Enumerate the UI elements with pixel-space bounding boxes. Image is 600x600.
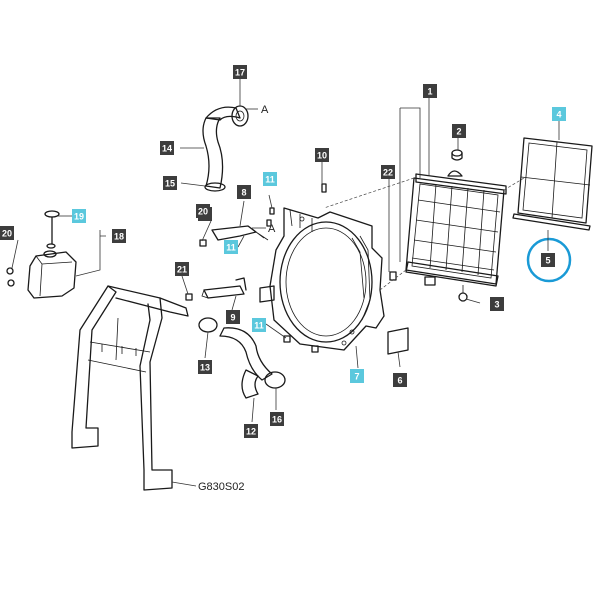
fan-shroud xyxy=(269,207,385,351)
callout-label: 2 xyxy=(456,127,461,137)
pipe-bracket xyxy=(211,225,269,241)
callout-5: 5 xyxy=(541,253,555,267)
callout-box xyxy=(270,412,284,426)
callout-box xyxy=(393,373,407,387)
callout-13: 13 xyxy=(198,360,212,374)
callout-2: 2 xyxy=(452,124,466,138)
callout-12: 12 xyxy=(244,424,258,438)
callout-label: 14 xyxy=(162,144,172,154)
callout-15: 15 xyxy=(163,176,177,190)
callout-box xyxy=(196,204,210,218)
expansion-tank xyxy=(27,250,77,299)
callout-box xyxy=(0,226,14,240)
connector-label-a: A xyxy=(268,223,276,235)
callout-box xyxy=(226,310,240,324)
callout-box xyxy=(452,124,466,138)
callout-label: 20 xyxy=(2,229,12,239)
leader-lines xyxy=(11,79,560,487)
callout-1: 1 xyxy=(423,84,437,98)
callout-box xyxy=(552,107,566,121)
callout-box xyxy=(237,185,251,199)
callout-box xyxy=(381,165,395,179)
radiator-cap xyxy=(451,149,463,161)
callout-11: 11 xyxy=(252,318,266,332)
callout-6: 6 xyxy=(393,373,407,387)
callout-label: 20 xyxy=(198,207,208,217)
bolt xyxy=(185,183,397,353)
callout-label: 6 xyxy=(397,376,402,386)
upper-hose xyxy=(202,106,241,189)
callout-label: 21 xyxy=(177,265,187,275)
callout-layer: 1234567891011111112131314151617181920202… xyxy=(0,65,566,438)
highlight-circle xyxy=(526,237,572,283)
callout-label: 3 xyxy=(494,300,499,310)
callout-box xyxy=(112,229,126,243)
callout-9: 9 xyxy=(226,310,240,324)
callout-label: 18 xyxy=(114,232,124,242)
callout-label: 5 xyxy=(545,256,550,266)
callout-box xyxy=(252,318,266,332)
support-frame xyxy=(71,285,189,491)
callout-7: 7 xyxy=(350,369,364,383)
foam-pad xyxy=(259,285,409,355)
callout-label: 12 xyxy=(246,427,256,437)
callout-label: 9 xyxy=(230,313,235,323)
callout-box xyxy=(490,297,504,311)
callout-label: 15 xyxy=(165,179,175,189)
callout-22: 22 xyxy=(381,165,395,179)
seal-strip xyxy=(512,213,591,231)
callout-14: 14 xyxy=(160,141,174,155)
callout-label: 11 xyxy=(226,243,236,253)
callout-box xyxy=(72,209,86,223)
callout-label: 7 xyxy=(354,372,359,382)
nut xyxy=(6,267,15,287)
callout-box xyxy=(198,360,212,374)
callout-3: 3 xyxy=(490,297,504,311)
diagram-reference: G830S02 xyxy=(198,481,244,493)
callout-label: 4 xyxy=(556,110,561,120)
callout-label: 22 xyxy=(383,168,393,178)
level-sensor xyxy=(44,210,60,249)
callout-box xyxy=(541,253,555,267)
connector-a: A A xyxy=(245,104,276,235)
callout-box xyxy=(160,141,174,155)
radiator xyxy=(405,170,507,302)
callout-11: 11 xyxy=(263,172,277,186)
lower-hose xyxy=(219,327,273,399)
callout-box xyxy=(263,172,277,186)
callout-box xyxy=(350,369,364,383)
callout-box xyxy=(423,84,437,98)
screen-frame xyxy=(517,137,593,224)
callout-label: 8 xyxy=(241,188,246,198)
callout-label: 1 xyxy=(427,87,432,97)
callout-label: 17 xyxy=(235,68,245,78)
callout-label: 11 xyxy=(265,175,275,185)
callout-box xyxy=(244,424,258,438)
callout-21: 21 xyxy=(175,262,189,276)
callout-8: 8 xyxy=(237,185,251,199)
callout-label: 19 xyxy=(74,212,84,222)
callout-box xyxy=(163,176,177,190)
callout-16: 16 xyxy=(270,412,284,426)
callout-17: 17 xyxy=(233,65,247,79)
callout-20: 20 xyxy=(0,226,14,240)
callout-box xyxy=(224,240,238,254)
callout-4: 4 xyxy=(552,107,566,121)
callout-label: 10 xyxy=(317,151,327,161)
callout-box xyxy=(233,65,247,79)
callout-18: 18 xyxy=(112,229,126,243)
callout-19: 19 xyxy=(72,209,86,223)
callout-box xyxy=(315,148,329,162)
callout-label: 13 xyxy=(200,363,210,373)
callout-11: 11 xyxy=(224,240,238,254)
lower-bracket xyxy=(201,277,247,299)
callout-box xyxy=(175,262,189,276)
callout-20: 20 xyxy=(196,204,210,218)
callout-label: 16 xyxy=(272,415,282,425)
callout-label: 11 xyxy=(254,321,264,331)
connector-label-a: A xyxy=(261,104,269,116)
callout-10: 10 xyxy=(315,148,329,162)
